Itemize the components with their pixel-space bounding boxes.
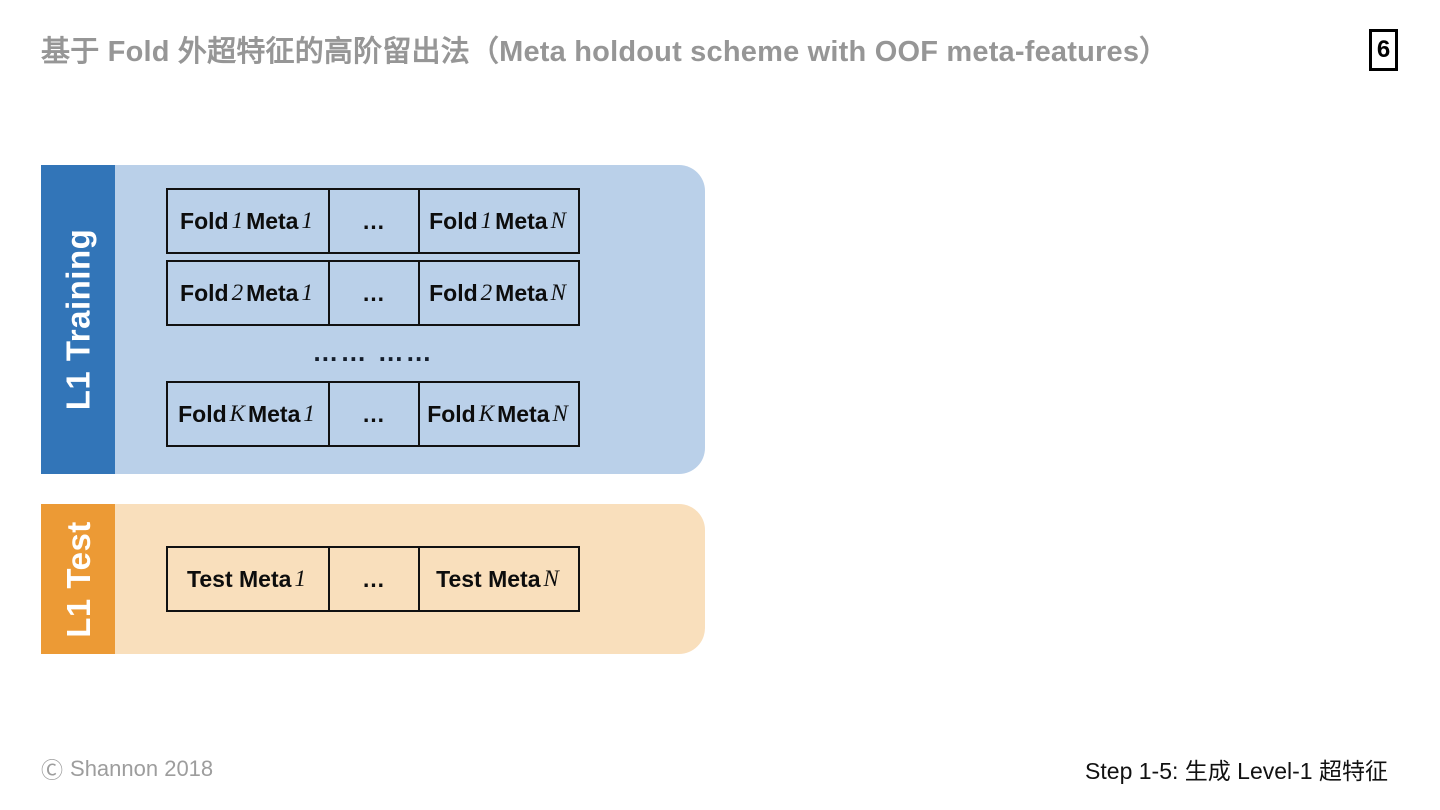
cell-fold-meta: Fold 1 Meta 1 [168,190,328,252]
cell-mid: Meta [497,400,550,427]
cell-fold-meta: Fold 2 Meta 1 [168,262,328,324]
l1-test-tab-label: L1 Test [59,520,97,638]
cell-index-symbol: N [550,208,566,233]
footer-step-label: Step 1-5: 生成 Level-1 超特征 [1085,758,1388,784]
cell-mid: Meta [495,207,548,234]
cell-index-symbol: N [552,401,568,426]
cell-index-symbol: 1 [303,401,315,426]
cell-prefix: Test Meta [187,565,292,592]
cell-ellipsis: … [328,262,418,324]
table-row: Fold 1 Meta 1 … Fold 1 Meta N [166,188,580,254]
footer-copyright: Ⓒ Shannon 2018 [41,753,213,785]
cell-test-meta: Test Meta N [418,548,578,610]
table-row: Fold K Meta 1 … Fold K Meta N [166,381,580,447]
cell-index-symbol: 1 [301,280,313,305]
l1-training-tab-label: L1 Training [59,228,97,411]
cell-fold-meta: Fold 2 Meta N [418,262,578,324]
cell-prefix: Fold [180,279,229,306]
cell-ellipsis: … [328,383,418,445]
cell-mid: Meta [246,279,299,306]
l1-training-tab: L1 Training [41,165,115,474]
cell-test-meta: Test Meta 1 [168,548,328,610]
cell-fold-meta: Fold K Meta N [418,383,578,445]
cell-fold-meta: Fold 1 Meta N [418,190,578,252]
cell-mid: Meta [247,400,301,427]
cell-ellipsis: … [328,190,418,252]
cell-fold-meta: Fold K Meta 1 [168,383,328,445]
l1-test-panel: L1 Test Test Meta 1 … Test Meta N [41,504,705,654]
copyright-icon: Ⓒ [41,758,64,783]
cell-fold-symbol: 1 [231,208,244,233]
rows-ellipsis: …… …… [312,337,434,367]
cell-fold-symbol: 1 [480,208,493,233]
cell-prefix: Fold [180,207,229,234]
cell-fold-symbol: 2 [231,280,244,305]
cell-mid: Meta [495,279,548,306]
cell-prefix: Test Meta [436,565,541,592]
l1-training-panel: L1 Training Fold 1 Meta 1 … Fold 1 Meta … [41,165,705,474]
cell-index-symbol: N [543,566,559,591]
cell-index-symbol: 1 [301,208,313,233]
cell-prefix: Fold [427,400,476,427]
cell-index-symbol: N [550,280,566,305]
cell-prefix: Fold [429,207,478,234]
cell-index-symbol: 1 [294,566,306,591]
cell-fold-symbol: K [229,401,245,426]
cell-ellipsis: … [328,548,418,610]
page-title: 基于 Fold 外超特征的高阶留出法（Meta holdout scheme w… [41,36,1169,68]
cell-prefix: Fold [429,279,478,306]
copyright-text: Shannon 2018 [70,756,214,781]
l1-test-tab: L1 Test [41,504,115,654]
table-row: Fold 2 Meta 1 … Fold 2 Meta N [166,260,580,326]
cell-prefix: Fold [178,400,227,427]
page-number-badge: 6 [1369,29,1398,71]
cell-fold-symbol: 2 [480,280,493,305]
cell-fold-symbol: K [478,401,495,426]
table-row: Test Meta 1 … Test Meta N [166,546,580,612]
cell-mid: Meta [246,207,299,234]
